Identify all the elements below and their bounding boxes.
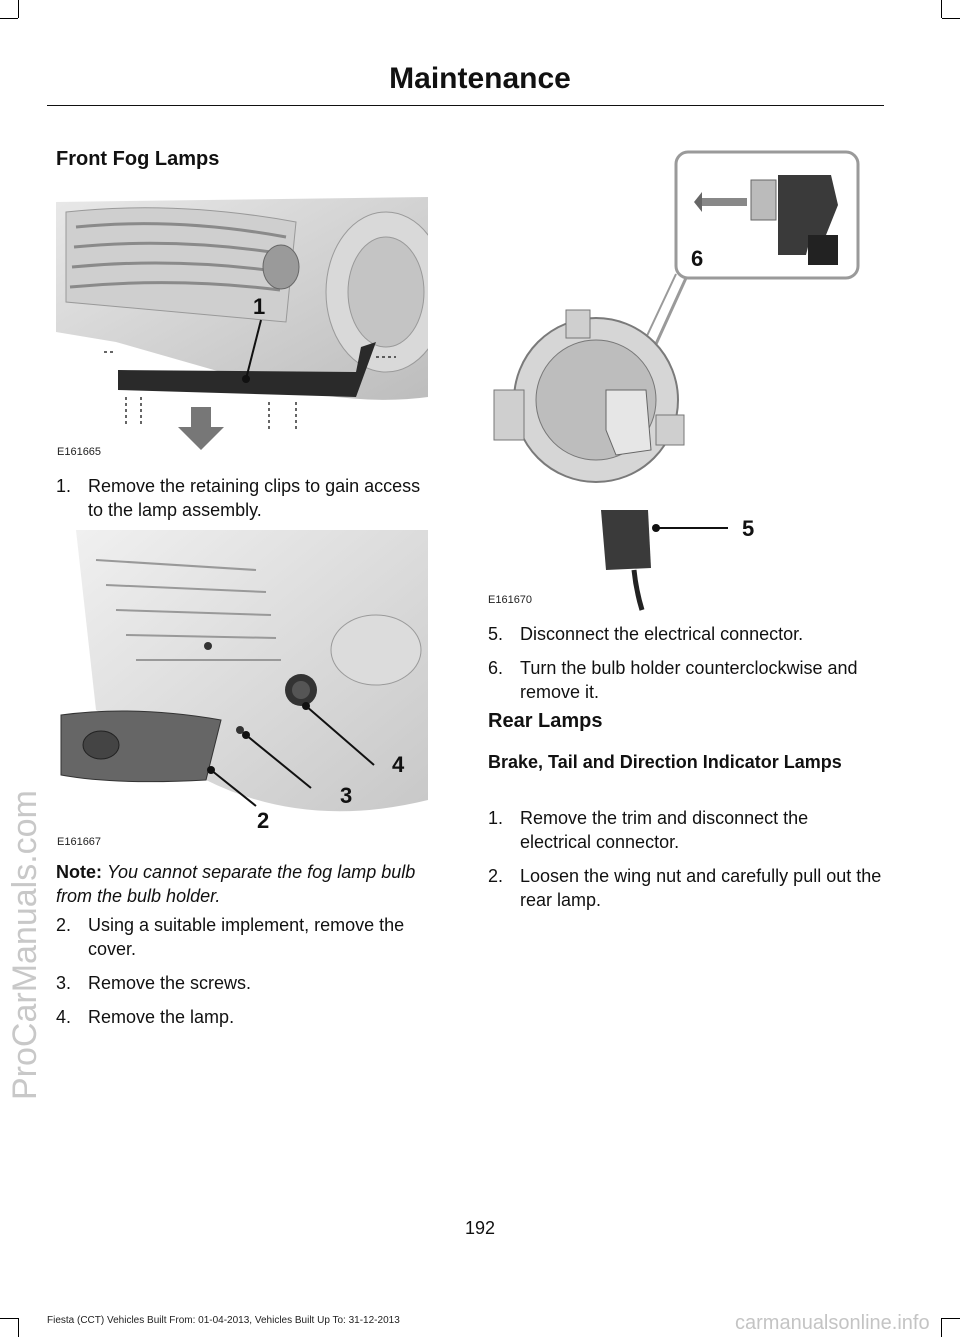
callout-1: 1 xyxy=(253,294,266,319)
step-item: 1. Remove the trim and disconnect the ele… xyxy=(488,806,884,854)
step-item: 5. Disconnect the electrical connector. xyxy=(488,622,884,646)
crop-mark xyxy=(941,1318,942,1337)
step-text: Remove the screws. xyxy=(88,973,252,993)
fog-lamp-illustration xyxy=(60,530,428,812)
step-text: Loosen the wing nut and carefully pull o… xyxy=(520,866,882,910)
step-number: 2. xyxy=(56,915,72,935)
figure-fog-lamp-removal: 4 3 2 E161667 xyxy=(56,530,428,852)
step-item: 4. Remove the lamp. xyxy=(56,1005,432,1029)
step-text: Using a suitable implement, remove the c… xyxy=(88,915,405,959)
step-number: 1. xyxy=(488,808,504,828)
page-number: 192 xyxy=(464,1218,496,1238)
step-item: 2. Using a suitable implement, remove the… xyxy=(56,913,432,961)
figure-bumper-clips: 1 E161665 xyxy=(56,192,428,462)
footer-vehicle-info: Fiesta (CCT) Vehicles Built From: 01-04-… xyxy=(47,1315,400,1326)
bumper-illustration xyxy=(56,197,428,450)
note-text: You cannot separate the fog lamp bulb fr… xyxy=(56,862,416,906)
step-item: 3. Remove the screws. xyxy=(56,971,432,995)
step-number: 1. xyxy=(56,476,72,496)
crop-mark xyxy=(942,1318,960,1319)
crop-mark xyxy=(18,0,19,18)
note: Note: You cannot separate the fog lamp b… xyxy=(56,860,432,908)
callout-5: 5 xyxy=(742,516,755,541)
step-number: 5. xyxy=(488,624,504,644)
steps-list: 5. Disconnect the electrical connector. 6… xyxy=(488,622,884,714)
crop-mark xyxy=(18,1318,19,1337)
crop-mark xyxy=(942,18,960,19)
bulb-holder-illustration xyxy=(493,150,860,611)
watermark-bottom: carmanualsonline.info xyxy=(735,1312,930,1334)
step-text: Disconnect the electrical connector. xyxy=(520,624,804,644)
page-title: Maintenance xyxy=(389,62,571,95)
step-item: 1. Remove the retaining clips to gain acc… xyxy=(56,474,428,522)
callout-6: 6 xyxy=(691,246,704,271)
callout-2: 2 xyxy=(257,808,270,833)
crop-mark xyxy=(0,18,18,19)
header-rule xyxy=(47,105,884,106)
crop-mark xyxy=(0,1318,18,1319)
figure-bulb-holder: 6 5 E161670 xyxy=(486,150,862,612)
note-label: Note: xyxy=(56,862,102,882)
figure-code: E161667 xyxy=(57,836,102,848)
callout-4: 4 xyxy=(392,752,405,777)
watermark-left: ProCarManuals.com xyxy=(6,790,44,1100)
step-text: Remove the lamp. xyxy=(88,1007,235,1027)
step-text: Turn the bulb holder counterclockwise an… xyxy=(520,658,858,702)
steps-list: 1. Remove the trim and disconnect the ele… xyxy=(488,806,884,922)
steps-list: 1. Remove the retaining clips to gain acc… xyxy=(56,474,428,532)
step-number: 4. xyxy=(56,1007,72,1027)
figure-code: E161670 xyxy=(488,594,533,606)
subsection-heading: Brake, Tail and Direction Indicator Lamp… xyxy=(488,752,842,772)
step-item: 2. Loosen the wing nut and carefully pull… xyxy=(488,864,884,912)
section-heading-fog-lamps: Front Fog Lamps xyxy=(56,148,220,170)
callout-3: 3 xyxy=(340,783,353,808)
steps-list: 2. Using a suitable implement, remove the… xyxy=(56,913,432,1039)
step-item: 6. Turn the bulb holder counterclockwise … xyxy=(488,656,884,704)
figure-code: E161665 xyxy=(57,446,102,458)
section-heading-rear-lamps: Rear Lamps xyxy=(488,710,603,732)
step-number: 6. xyxy=(488,658,504,678)
step-number: 3. xyxy=(56,973,72,993)
step-text: Remove the trim and disconnect the elect… xyxy=(520,808,809,852)
crop-mark xyxy=(941,0,942,18)
step-text: Remove the retaining clips to gain acces… xyxy=(88,476,421,520)
step-number: 2. xyxy=(488,866,504,886)
